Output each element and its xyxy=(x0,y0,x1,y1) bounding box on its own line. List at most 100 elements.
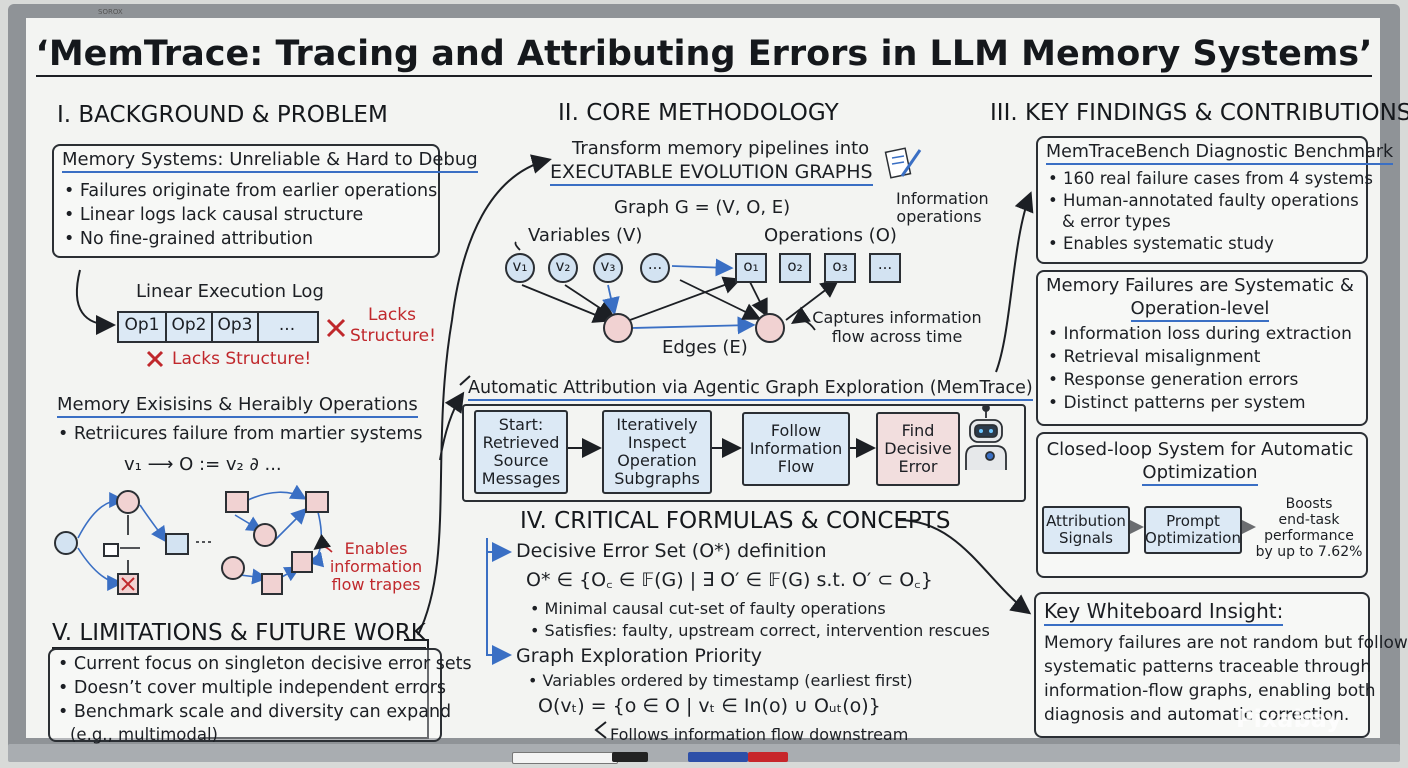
systematic-bullet-3: • Response generation errors xyxy=(1048,370,1299,390)
systematic-title-a: Memory Failures are Systematic & xyxy=(1046,275,1354,296)
priority-bullet: • Variables ordered by timestamp (earlie… xyxy=(528,671,913,690)
log-cell-4: ... xyxy=(278,315,296,335)
memory-ops-bullet: • Retriicures failure from martier syste… xyxy=(58,424,423,444)
evolution-graph-nodes xyxy=(505,253,901,343)
benchmark-bullet-1: • 160 real failure cases from 4 systems xyxy=(1048,169,1374,188)
variables-label: Variables (V) xyxy=(528,225,643,246)
watermark: Pixabay xyxy=(1236,705,1342,733)
decisive-bullet-1: • Minimal causal cut-set of faulty opera… xyxy=(530,599,886,618)
limitation-bullet-3: • Benchmark scale and diversity can expa… xyxy=(58,702,452,722)
page-title: ‘MemTrace: Tracing and Attributing Error… xyxy=(0,34,1408,77)
follows-downstream-label: Follows information flow downstream xyxy=(610,725,909,744)
section4-bracket-arrows xyxy=(486,538,607,739)
systematic-title-b: Operation-level xyxy=(1036,298,1364,322)
marker-blue[interactable] xyxy=(688,752,748,762)
insight-line-4: diagnosis and automatic correction. xyxy=(1044,705,1350,725)
section4-heading: IV. CRITICAL FORMULAS & CONCEPTS xyxy=(520,508,951,534)
op-node-1: o₁ xyxy=(743,257,759,275)
benchmark-box xyxy=(1036,136,1368,264)
op-node-3: o₃ xyxy=(832,257,848,275)
var-node-4: ... xyxy=(647,255,663,273)
op-node-4: ... xyxy=(877,255,893,273)
systematic-failures-box xyxy=(1036,270,1368,426)
mini-x-icon xyxy=(121,577,135,591)
insight-line-2: systematic patterns traceable through xyxy=(1044,657,1372,677)
method-line-1: Transform memory pipelines into xyxy=(572,138,870,159)
limitation-bullet-2: • Doesn’t cover multiple independent err… xyxy=(58,678,446,698)
method-line-2: EXECUTABLE EVOLUTION GRAPHS xyxy=(550,161,873,186)
log-cell-2: Op2 xyxy=(171,315,207,335)
decisive-bullet-2: • Satisfies: faulty, upstream correct, i… xyxy=(530,621,990,640)
insight-box xyxy=(1034,592,1370,738)
var-node-2: v₂ xyxy=(555,257,571,275)
section3-heading: III. KEY FINDINGS & CONTRIBUTIONS xyxy=(990,100,1408,126)
log-title: Linear Execution Log xyxy=(136,281,324,302)
arrow-to-log xyxy=(75,269,116,335)
whiteboard-surface xyxy=(26,18,1380,738)
attribution-flow-arrows xyxy=(566,438,1256,537)
insight-line-1: Memory failures are not random but follo… xyxy=(1044,633,1408,653)
red-x-icons xyxy=(146,318,346,368)
var-node-3: v₃ xyxy=(600,257,616,275)
systematic-bullet-1: • Information loss during extraction xyxy=(1048,324,1352,344)
benchmark-title: MemTraceBench Diagnostic Benchmark xyxy=(1046,142,1394,165)
op-node-2: o₂ xyxy=(787,257,803,275)
problem-box-title: Memory Systems: Unreliable & Hard to Deb… xyxy=(62,149,478,173)
board-brand-label: SOROX xyxy=(98,8,123,16)
benchmark-bullet-3: • Enables systematic study xyxy=(1048,234,1274,253)
lacks-structure-label: Lacks Structure! xyxy=(172,349,312,369)
attribution-panel xyxy=(462,404,1026,502)
arrow-to-findings xyxy=(995,191,1034,373)
section5-heading: V. LIMITATIONS & FUTURE WORK xyxy=(52,620,426,649)
insight-line-3: information-flow graphs, enabling both xyxy=(1044,681,1376,701)
edges-label: Edges (E) xyxy=(662,337,748,358)
log-cell-3: Op3 xyxy=(217,315,253,335)
marker-red[interactable] xyxy=(748,752,788,762)
section5-bracket xyxy=(200,639,429,739)
log-cells xyxy=(117,311,319,343)
arrow-limitations-to-method xyxy=(417,154,552,636)
problem-bullet-3: • No fine-grained attribution xyxy=(64,229,314,249)
limitation-bullet-1: • Current focus on singleton decisive er… xyxy=(58,654,472,674)
operations-label: Operations (O) xyxy=(764,225,897,246)
problem-bullet-2: • Linear logs lack causal structure xyxy=(64,205,364,225)
section1-heading: I. BACKGROUND & PROBLEM xyxy=(57,102,388,128)
lacks-label-b: Structure! xyxy=(350,326,436,346)
systematic-bullet-4: • Distinct patterns per system xyxy=(1048,393,1306,413)
robot-icon xyxy=(965,404,1007,470)
memory-ops-formula: v₁ ⟶ O := v₂ ∂ ... xyxy=(124,454,282,475)
limitations-box xyxy=(48,648,442,742)
insight-title: Key Whiteboard Insight: xyxy=(1044,599,1284,626)
lacks-label-a: Lacks xyxy=(368,305,416,325)
log-cell-1: Op1 xyxy=(124,315,160,335)
section2-heading: II. CORE METHODOLOGY xyxy=(558,100,839,126)
closed-loop-title-a: Closed-loop System for Automatic xyxy=(1046,439,1354,460)
priority-formula: O(vₜ) = {o ∈ O | vₜ ∈ In(o) ∪ Oᵤₜ(o)} xyxy=(538,695,881,717)
var-node-1: v₁ xyxy=(512,257,528,275)
problem-box xyxy=(52,144,440,258)
marker-black[interactable] xyxy=(612,752,648,762)
evolution-graph-edges xyxy=(514,241,839,335)
decisive-set-formula: O* ∈ {O꜀ ∈ 𝔽(G) | ∃ O′ ∈ 𝔽(G) s.t. O′ ⊂ … xyxy=(526,569,933,591)
memory-ops-heading: Memory Exisisins & Heraibly Operations xyxy=(57,394,418,418)
closed-loop-title-b: Optimization xyxy=(1036,462,1364,486)
attribution-heading: Automatic Attribution via Agentic Graph … xyxy=(468,378,1033,401)
notepad-pencil-icon xyxy=(884,147,922,179)
section1-mini-nodes xyxy=(54,490,329,595)
exploration-priority-heading: Graph Exploration Priority xyxy=(516,645,763,667)
benchmark-bullet-2b: & error types xyxy=(1062,212,1171,231)
decisive-set-heading: Decisive Error Set (O*) definition xyxy=(516,540,827,562)
limitation-tail: (e.g., multimodal) xyxy=(70,725,218,744)
arrow-to-insight xyxy=(897,519,1032,615)
